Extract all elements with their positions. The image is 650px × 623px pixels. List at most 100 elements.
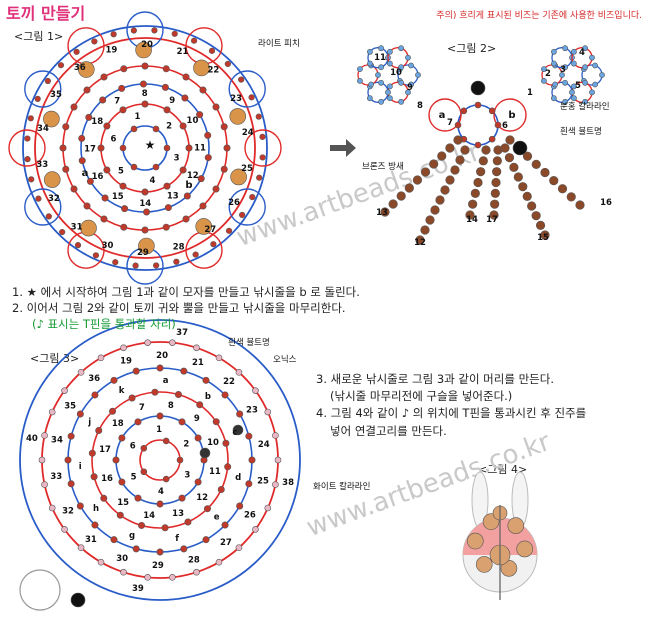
fig2-center-bead <box>454 121 462 129</box>
fig1-ring-bead <box>85 113 93 121</box>
fig2-bronze-chain-left <box>429 159 439 169</box>
fig1-outer-bead <box>225 227 233 234</box>
fig1-outer-bead <box>153 262 160 269</box>
fig3-outer-bead <box>274 456 282 464</box>
fig1-number-label: 29 <box>137 248 149 258</box>
fig3-outer-bead <box>120 568 127 576</box>
fig2-number-label: 3 <box>560 65 566 75</box>
fig1-ring-bead <box>86 177 94 185</box>
fig3-outer-bead <box>193 568 200 576</box>
fig2-right-ear-bead <box>571 83 577 90</box>
fig3-ring-bead <box>194 478 202 486</box>
fig1-outer-red-thread <box>34 37 256 259</box>
fig1-ring-bead <box>119 182 127 190</box>
fig1-number-label: 15 <box>112 192 124 202</box>
figure-1-label: <그림 1> <box>14 30 64 43</box>
fig3-outer-bead <box>252 526 259 533</box>
fig1-ring-bead <box>78 134 86 142</box>
fig1-number-label: 30 <box>102 241 114 251</box>
fig3-number-label: 16 <box>101 474 113 484</box>
fig3-number-label: 21 <box>192 358 204 368</box>
fig1-ring-bead <box>204 154 212 162</box>
fig2-bronze-chain-center-left <box>476 167 486 177</box>
fig1-outer-bead <box>73 48 80 55</box>
fig2-bronze-chain-left-inner <box>435 195 445 205</box>
fig3-number-label: 38 <box>282 478 294 488</box>
fig3-outer-bead <box>77 544 85 551</box>
fig1-number-label: 14 <box>139 199 151 209</box>
fig1-outer-bead <box>173 258 180 265</box>
fig1-number-label: 34 <box>37 124 49 134</box>
fig3-outer-blue-thread <box>19 319 301 601</box>
fig3-outer-bead <box>264 408 272 416</box>
fig3-outer-bead <box>169 339 176 346</box>
fig3-ring-bead <box>91 391 99 399</box>
fig1-ring-bead <box>182 73 190 81</box>
fig1-ring-bead <box>223 144 231 152</box>
fig1-ring-bead <box>183 192 191 200</box>
fig3-outer-bead <box>272 432 279 439</box>
fig1-number-label: 8 <box>142 89 148 99</box>
fig2-bronze-chain-right-inner <box>540 230 550 240</box>
fig1-ring-bead <box>204 131 212 139</box>
fig2-bronze-chain-right <box>522 151 533 161</box>
fig2-center-bead <box>488 107 496 115</box>
fig2-left-ear-bead <box>408 81 414 88</box>
fig1-ring-bead <box>182 215 190 223</box>
fig2-bronze-chain-left <box>388 199 398 209</box>
fig2-letter-a: a <box>439 110 446 121</box>
fig1-center-bead <box>130 125 138 133</box>
fig2-right-ear-bead <box>541 66 547 73</box>
fig2-left-ear-bead <box>408 62 414 69</box>
fig3-center-bead <box>162 437 170 445</box>
fig3-ring-bead <box>156 364 164 372</box>
fig2-bronze-chain-center-left <box>470 188 480 198</box>
fig2-right-ear-bead <box>551 60 557 67</box>
fig1-outer-bead <box>44 77 51 85</box>
fig1-number-label: 16 <box>92 172 104 182</box>
fig1-ring-bead <box>121 205 129 213</box>
fig3-number-label: 35 <box>64 402 76 412</box>
fig4-pearl-bead <box>516 540 533 558</box>
fig2-left-ear-bead <box>385 89 391 96</box>
fig3-number-label: 39 <box>132 584 144 594</box>
fig2-bronze-chain-left-inner <box>455 155 465 165</box>
fig2-bronze-chain-left-inner <box>425 215 435 225</box>
fig1-pearl-bead <box>80 219 97 237</box>
figure-2-label: <그림 2> <box>447 42 497 55</box>
fig1-center-bead <box>130 163 138 171</box>
fig2-left-ear-bead <box>378 79 384 86</box>
fig1-ring-bead <box>185 144 193 152</box>
fig1-outer-loop <box>185 27 223 65</box>
fig2-right-ear-bead <box>589 89 595 96</box>
fig2-right-ear-bead <box>582 79 588 86</box>
fig3-ring-bead <box>245 432 253 440</box>
fig2-left-ear-bead <box>367 95 373 102</box>
fig3-number-label: 32 <box>62 507 74 517</box>
fig1-pearl-bead <box>135 41 152 59</box>
fig3-ring-bead <box>138 521 146 529</box>
fig2-bronze-chain-left-inner <box>415 235 425 245</box>
fig1-ring-bead <box>199 86 207 94</box>
fig2-bronze-chain-center-left <box>465 210 475 220</box>
fig1-number-label: 11 <box>194 144 206 154</box>
fig1-outer-bead <box>256 174 263 181</box>
fig3-center-bead <box>176 456 184 464</box>
fig1-ring-bead <box>141 188 149 196</box>
fig3-outer-bead <box>61 526 68 533</box>
fig3-ring-bead <box>245 480 253 488</box>
fig3-ring-bead <box>203 505 211 513</box>
fig1-ring-bead <box>181 94 189 102</box>
fig2-bronze-chain-center-right <box>491 177 501 188</box>
fig2-right-ear-bead <box>589 54 595 61</box>
fig1-pearl-bead <box>77 61 95 78</box>
fig3-number-label: 7 <box>139 403 145 413</box>
fig2-bronze-chain-right-inner <box>518 182 528 192</box>
fig3-onyx-bead <box>232 424 244 436</box>
fig2-right-ear-bead <box>582 64 588 71</box>
fig1-outer-bead <box>24 135 31 142</box>
fig1-outer-bead <box>255 113 262 120</box>
fig2-bronze-chain-right-inner <box>500 143 510 153</box>
fig2-left-ear-bead <box>357 77 363 84</box>
